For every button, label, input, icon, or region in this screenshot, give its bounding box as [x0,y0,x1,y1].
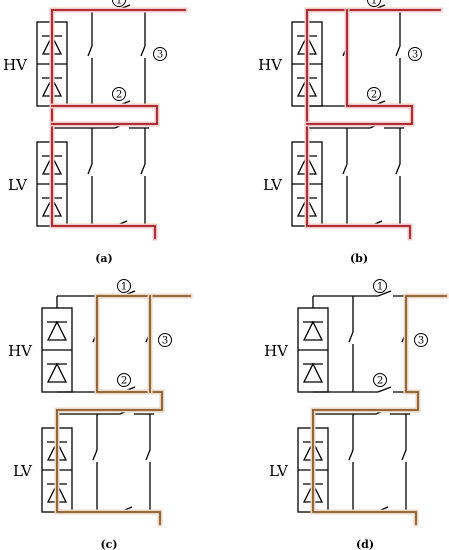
switch-2-label-circle [373,373,387,387]
switch-1-label-circle [112,0,126,7]
switch-3-label-circle [153,47,167,61]
lv-leg-left-switch-blade [348,449,354,461]
switch-3-label: 3 [418,336,424,347]
switch-1-label-circle [367,0,381,7]
panel-c: 1 2 3HV LV (c) [8,279,193,550]
switch-3-label-circle [158,333,172,347]
hv-converter-block [41,307,73,393]
lv-label: LV [263,176,283,194]
switch-3-label-circle [414,333,428,347]
hv-label: HV [258,56,283,74]
current-path [51,105,158,125]
hv-leg-switch-3-switch-blade [140,45,146,57]
switch-3-label: 3 [157,50,163,61]
switch-2-label-circle [117,373,131,387]
panel-d: 1 2 3HV LV (d) [264,279,449,550]
diode-icon [46,362,68,383]
panel-caption: (c) [100,538,117,550]
panel-a: 1 2 3HV LV (a) [3,0,188,265]
switch-1-label-circle [373,279,387,293]
switch-1-label-circle [117,279,131,293]
lv-leg-left-switch-blade [92,449,98,461]
lv-label: LV [269,462,289,480]
current-path [306,9,413,125]
switch-1-blade [377,290,392,297]
lv-leg-right-switch-blade [395,163,401,175]
switch-3-label: 3 [162,336,168,347]
hv-leg-switch-3-switch-blade [395,45,401,57]
switch-1-label: 1 [121,282,127,293]
current-path [306,9,441,239]
switch-2-label-circle [367,87,381,101]
lv-leg-right-switch-blade [140,163,146,175]
lv-leg-left-switch-blade [87,163,93,175]
hv-label: HV [8,342,33,360]
switch-1-label: 1 [371,0,377,7]
switch-2-label: 2 [116,90,122,101]
current-path [312,295,447,525]
current-path-glow [49,103,160,127]
lv-label: LV [8,176,28,194]
diode-icon [302,320,324,341]
lv-leg-left-switch-blade [342,163,348,175]
hv-label: HV [264,342,289,360]
switch-1-label: 1 [377,282,383,293]
switch-2-label: 2 [121,376,127,387]
lv-leg-right-switch-blade [145,449,151,461]
hv-leg-left-switch-blade [348,331,354,343]
current-path [51,9,186,239]
diode-icon [302,362,324,383]
switch-3-label-circle [408,47,422,61]
hv-label: HV [3,56,28,74]
switch-2-label: 2 [371,90,377,101]
lv-leg-right-switch-blade [401,449,407,461]
hv-leg-left-switch-blade [87,45,93,57]
switch-2-blade [377,386,392,393]
lv-label: LV [13,462,33,480]
current-path [56,295,191,525]
panel-caption: (b) [350,252,368,265]
diode-icon [46,320,68,341]
hv-converter-block [297,307,329,393]
switch-2-label-circle [112,87,126,101]
switch-2-label: 2 [377,376,383,387]
panel-caption: (d) [356,538,374,550]
panel-b: 1 2 3HV LV (b) [258,0,443,265]
switch-3-label: 3 [412,50,418,61]
panel-caption: (a) [95,252,113,265]
switch-1-label: 1 [116,0,122,7]
